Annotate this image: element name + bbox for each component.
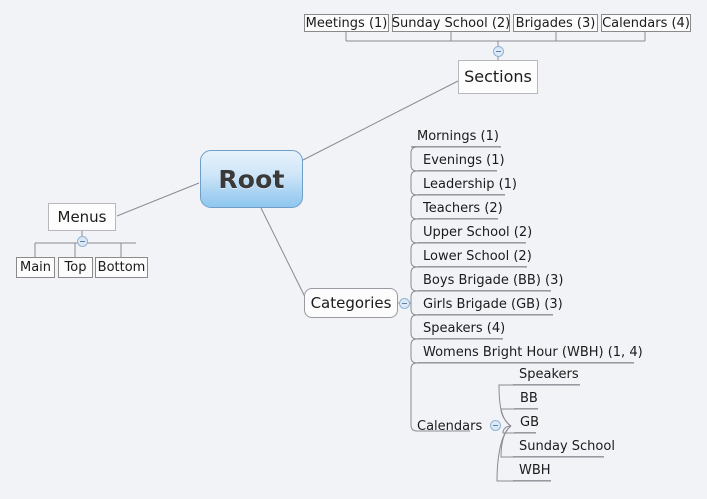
category-item-label: Mornings (1)	[417, 128, 499, 144]
category-item-label: Teachers (2)	[423, 200, 503, 216]
categories-collapse-toggle[interactable]	[399, 298, 410, 309]
category-item-label: Calendars	[417, 418, 483, 434]
calendar-item-speakers[interactable]: Speakers	[513, 367, 580, 385]
calendar-item-wbh[interactable]: WBH	[513, 463, 551, 481]
branch-node-categories[interactable]: Categories	[304, 288, 398, 318]
menu-item-top[interactable]: Top	[58, 257, 93, 278]
branch-node-menus[interactable]: Menus	[48, 203, 116, 231]
category-item-boys-brigade[interactable]: Boys Brigade (BB) (3)	[417, 273, 563, 291]
calendar-item-bb[interactable]: BB	[514, 391, 538, 409]
branch-node-label: Categories	[310, 293, 392, 312]
section-item-label: Calendars (4)	[602, 15, 690, 31]
calendar-item-label: Sunday School	[519, 438, 615, 454]
menu-item-label: Top	[64, 260, 87, 275]
category-item-evenings[interactable]: Evenings (1)	[417, 153, 505, 171]
menu-item-bottom[interactable]: Bottom	[95, 257, 148, 278]
category-item-womens-bright-hour[interactable]: Womens Bright Hour (WBH) (1, 4)	[417, 345, 643, 363]
menus-collapse-toggle[interactable]	[77, 236, 88, 247]
wire-cal-speakers	[498, 384, 580, 427]
menu-item-label: Main	[19, 260, 52, 275]
category-item-calendars[interactable]: Calendars	[417, 417, 487, 435]
calendar-item-label: Speakers	[519, 366, 579, 382]
section-item-label: Meetings (1)	[305, 15, 388, 31]
section-item-meetings[interactable]: Meetings (1)	[304, 14, 389, 32]
calendars-collapse-toggle[interactable]	[490, 420, 501, 431]
root-label: Root	[218, 164, 285, 194]
section-item-brigades[interactable]: Brigades (3)	[513, 14, 598, 32]
menu-item-main[interactable]: Main	[16, 257, 55, 278]
category-item-label: Upper School (2)	[423, 224, 533, 240]
category-item-mornings[interactable]: Mornings (1)	[411, 129, 501, 147]
category-item-label: Speakers (4)	[423, 320, 506, 336]
section-item-sunday-school[interactable]: Sunday School (2)	[392, 14, 510, 32]
section-item-label: Brigades (3)	[515, 15, 596, 31]
category-item-label: Leadership (1)	[423, 176, 517, 192]
category-item-lower-school[interactable]: Lower School (2)	[417, 249, 532, 267]
root-node[interactable]: Root	[200, 150, 303, 208]
menu-item-label: Bottom	[97, 260, 146, 275]
category-item-leadership[interactable]: Leadership (1)	[417, 177, 517, 195]
section-item-label: Sunday School (2)	[391, 15, 511, 31]
calendar-item-label: WBH	[519, 462, 551, 478]
calendar-item-gb[interactable]: GB	[514, 414, 539, 433]
section-item-calendars[interactable]: Calendars (4)	[601, 14, 691, 32]
category-item-teachers[interactable]: Teachers (2)	[417, 201, 503, 219]
wire-root-menus	[116, 182, 200, 217]
category-item-upper-school[interactable]: Upper School (2)	[417, 225, 532, 243]
category-item-label: Girls Brigade (GB) (3)	[423, 296, 563, 312]
category-item-label: Lower School (2)	[423, 248, 532, 264]
wire-root-categories	[260, 207, 306, 298]
sections-collapse-toggle[interactable]	[493, 46, 504, 57]
wire-root-sections	[302, 80, 459, 161]
calendar-item-label: GB	[520, 414, 539, 430]
branch-node-label: Menus	[57, 207, 107, 226]
category-item-label: Womens Bright Hour (WBH) (1, 4)	[423, 344, 643, 360]
branch-node-label: Sections	[464, 67, 532, 86]
category-item-label: Boys Brigade (BB) (3)	[423, 272, 564, 288]
calendar-item-sunday-school[interactable]: Sunday School	[513, 439, 615, 457]
branch-node-sections[interactable]: Sections	[458, 60, 538, 94]
calendar-item-label: BB	[520, 390, 538, 406]
category-item-label: Evenings (1)	[423, 152, 505, 168]
category-item-speakers[interactable]: Speakers (4)	[417, 320, 506, 339]
category-item-girls-brigade[interactable]: Girls Brigade (GB) (3)	[417, 297, 563, 315]
